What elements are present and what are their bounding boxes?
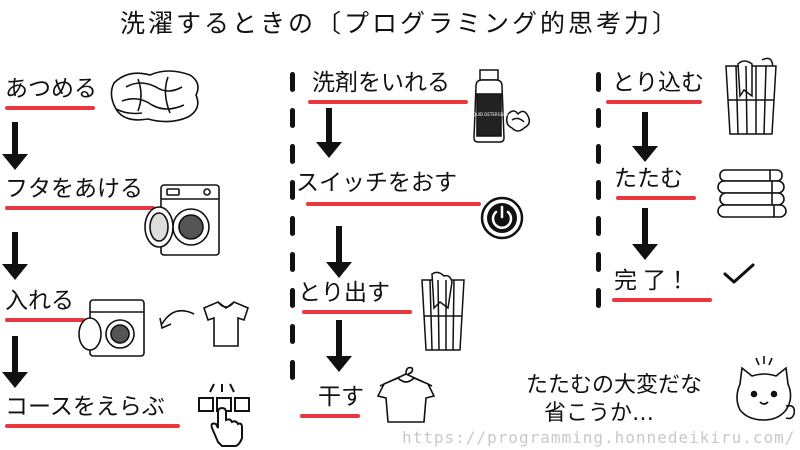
washing-machine-icon [144,184,220,256]
step-underline [612,298,712,302]
step-label: とり出す [298,280,390,306]
site-url: https://programming.honnedeikiru.com/ [402,428,796,447]
step-label: 完了！ [614,268,701,294]
step-underline [308,100,468,104]
step-underline [302,310,412,314]
cat-mascot-icon [736,356,796,421]
step-label: フタをあける [5,176,143,202]
step-label: スイッチをおす [296,170,457,196]
step-label: コースをえらぶ [5,394,165,420]
arrow-down [632,112,658,162]
column-divider [596,72,602,324]
checkmark-icon [723,263,755,284]
step-label: あつめる [5,76,97,102]
arrow-down [2,232,28,280]
folded-towels-icon [717,169,787,218]
step-underline [5,318,85,322]
step-underline [606,100,702,104]
step-underline [616,196,696,200]
step-underline [306,202,481,206]
arrow-down [326,320,352,372]
step-label: とり込む [612,70,704,96]
step-underline [300,414,360,418]
arrow-down [2,336,28,388]
note-line-2: 省こうか… [544,401,655,426]
arrow-down [316,108,342,158]
laundry-pile-icon [110,70,199,123]
laundry-basket-icon [421,271,465,351]
arrow-down [2,122,28,170]
laundry-basket-icon [725,57,777,135]
page-title: 洗濯するときの〔プログラミング的思考力〕 [119,9,680,38]
detergent-bottle-icon: LIQUID DETERGENT [469,69,531,143]
step-underline [5,206,155,210]
power-button-icon [480,196,524,240]
step-label: 入れる [5,288,74,314]
arrow-down [326,226,352,278]
bottle-label-text: LIQUID DETERGENT [469,112,509,117]
step-underline [5,106,95,110]
shirt-into-machine-icon [78,299,249,357]
column-divider [290,72,296,396]
step-label: 干す [318,384,364,410]
step-underline [5,424,180,428]
shirt-on-hanger-icon [376,366,436,423]
step-label: 洗剤をいれる [312,70,450,96]
arrow-down [632,208,658,260]
step-label: たたむ [614,166,683,192]
note-line-1: たたむの大変だな [526,373,703,398]
course-buttons-icon [198,383,250,447]
